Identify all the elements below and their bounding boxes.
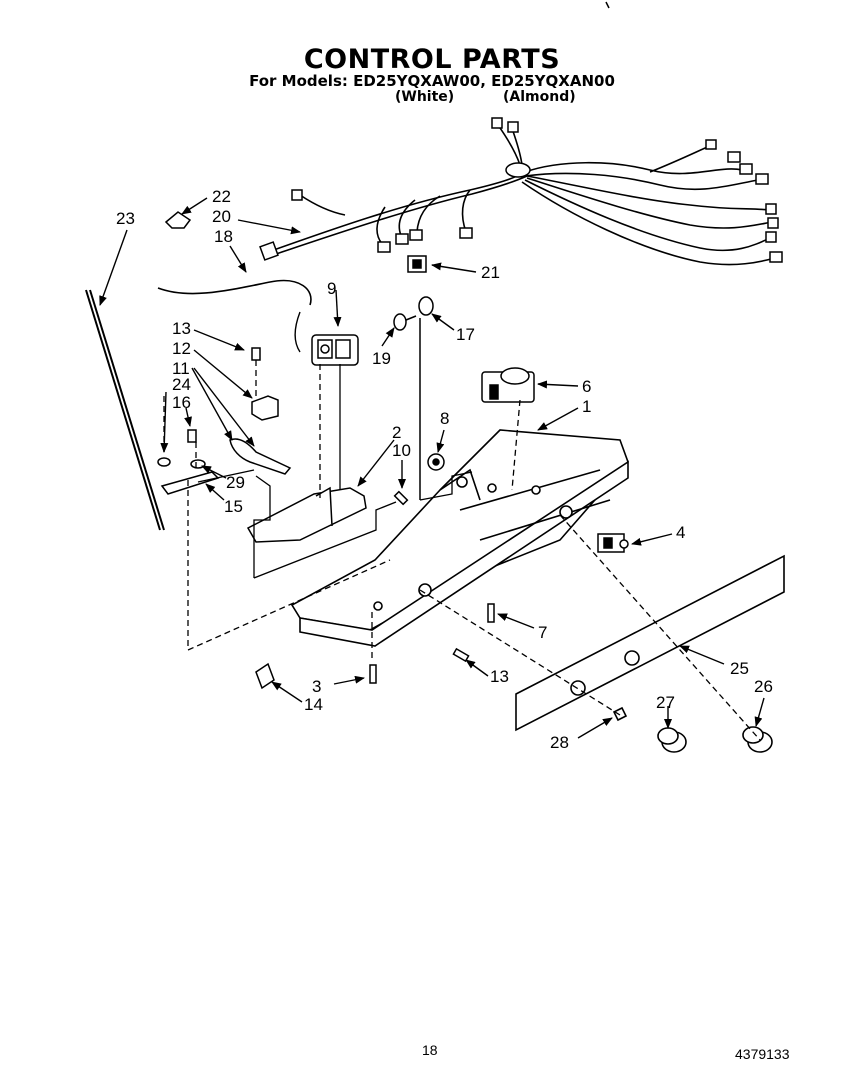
callout-9: 9 — [327, 279, 336, 298]
callout-labels: 22 20 18 23 21 9 13 12 11 24 16 17 19 6 … — [116, 187, 773, 752]
callout-24: 24 — [172, 375, 191, 394]
part-23-rod — [85, 289, 165, 531]
part-9-thermostat — [311, 334, 359, 366]
callout-17: 17 — [456, 325, 475, 344]
callout-20: 20 — [212, 207, 231, 226]
callout-18: 18 — [214, 227, 233, 246]
part-22-clip — [164, 211, 192, 229]
part-1-control-housing — [290, 429, 629, 647]
part-26-27-knobs — [612, 706, 773, 753]
assembly-guide-lines — [163, 360, 761, 741]
page-number: 18 — [422, 1042, 438, 1058]
callout-1: 1 — [582, 397, 591, 416]
callout-26: 26 — [754, 677, 773, 696]
callout-19: 19 — [372, 349, 391, 368]
callout-10: 10 — [392, 441, 411, 460]
callout-14: 14 — [304, 695, 323, 714]
callout-4: 4 — [676, 523, 685, 542]
left-bracket-assembly — [157, 347, 292, 495]
screws-and-clip — [255, 490, 495, 690]
callout-2: 2 — [392, 423, 401, 442]
part-17-19-screws — [393, 296, 434, 500]
part-4-switch — [597, 533, 629, 553]
callout-6: 6 — [582, 377, 591, 396]
callout-29: 29 — [226, 473, 245, 492]
callout-8: 8 — [440, 409, 449, 428]
callout-25: 25 — [730, 659, 749, 678]
part-number: 4379133 — [735, 1046, 790, 1062]
callout-22: 22 — [212, 187, 231, 206]
callout-28: 28 — [550, 733, 569, 752]
callout-21: 21 — [481, 263, 500, 282]
callout-13-upper: 13 — [172, 319, 191, 338]
variant-white: (White) — [395, 89, 455, 105]
callout-15: 15 — [224, 497, 243, 516]
callout-leaders — [99, 197, 765, 739]
part-18-tube — [157, 279, 312, 306]
part-18-tube-end — [294, 311, 301, 353]
part-25-control-panel — [515, 554, 785, 732]
callout-7: 7 — [538, 623, 547, 642]
wire-harness — [267, 124, 776, 266]
part-2-bracket — [246, 486, 367, 543]
callout-13-lower: 13 — [490, 667, 509, 686]
callout-23: 23 — [116, 209, 135, 228]
models-line: For Models: ED25YQXAW00, ED25YQXAN00 — [249, 72, 615, 90]
corner-mark — [605, 1, 610, 9]
variant-almond: (Almond) — [503, 89, 576, 105]
callout-27: 27 — [656, 693, 675, 712]
callout-16: 16 — [172, 393, 191, 412]
callout-11: 11 — [172, 359, 190, 378]
page-title: CONTROL PARTS — [303, 44, 561, 75]
callout-3: 3 — [312, 677, 321, 696]
assembly-solid-lines — [197, 364, 473, 579]
part-8-lamp — [427, 453, 445, 471]
part-21-plate — [407, 255, 427, 273]
harness-connectors — [259, 117, 783, 263]
part-6-timer — [481, 367, 535, 403]
callout-12: 12 — [172, 339, 191, 358]
